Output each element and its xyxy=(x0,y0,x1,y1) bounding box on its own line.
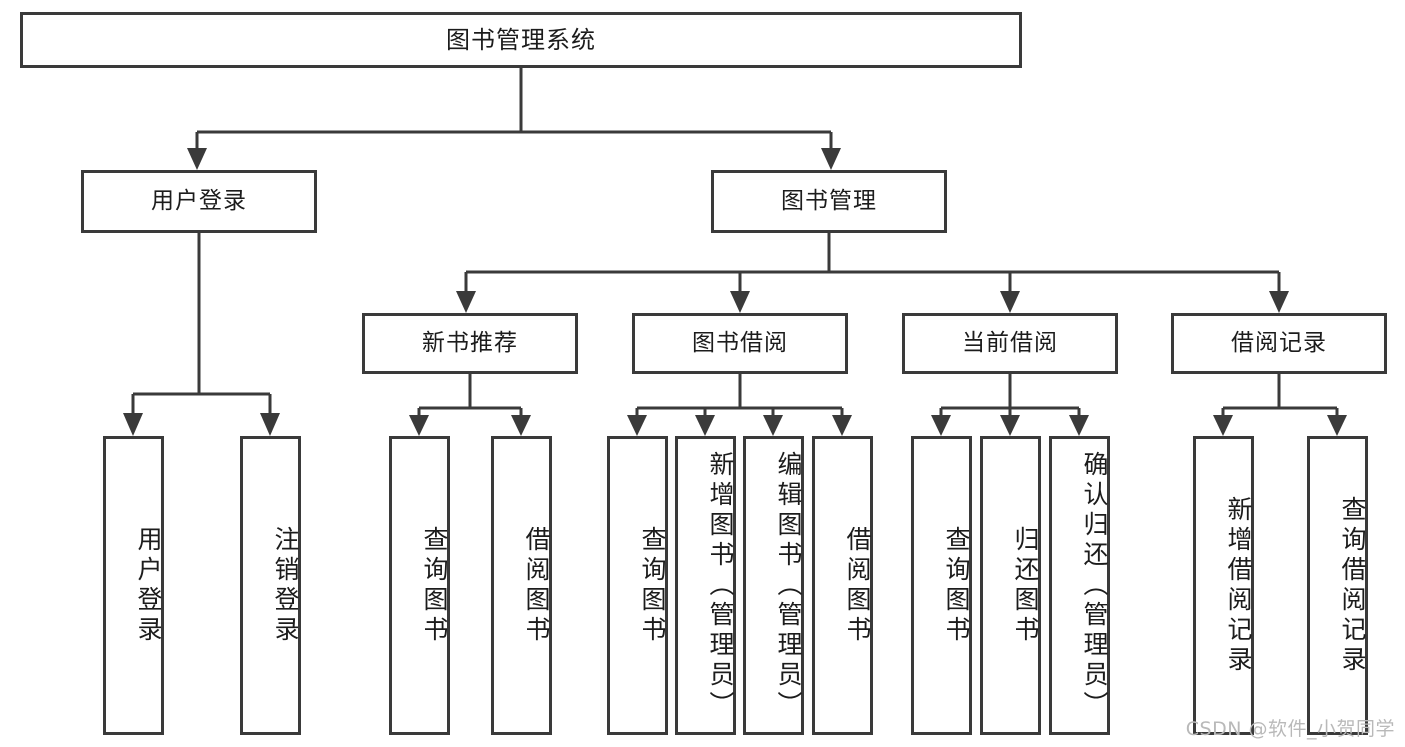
leaf-return-book[interactable]: 归还图书 xyxy=(980,436,1041,735)
node-borrow-record[interactable]: 借阅记录 xyxy=(1171,313,1387,374)
node-label: 新增图书（管理员） xyxy=(706,450,735,721)
connector-root-to-level2 xyxy=(187,68,841,170)
node-label: 用户登录 xyxy=(134,525,163,646)
node-new-book-recommend[interactable]: 新书推荐 xyxy=(362,313,578,374)
node-label: 查询图书 xyxy=(942,525,971,646)
node-label: 当前借阅 xyxy=(962,329,1058,356)
leaf-borrow-book-recommend[interactable]: 借阅图书 xyxy=(491,436,552,735)
node-label: 归还图书 xyxy=(1011,525,1040,646)
node-label: 用户登录 xyxy=(151,187,247,214)
connector-newbook-to-leaves xyxy=(409,374,531,436)
leaf-query-borrow-record[interactable]: 查询借阅记录 xyxy=(1307,436,1368,735)
node-label: 图书管理 xyxy=(781,187,877,214)
leaf-confirm-return-admin[interactable]: 确认归还（管理员） xyxy=(1049,436,1110,735)
node-label: 查询借阅记录 xyxy=(1338,495,1367,676)
node-label: 新增借阅记录 xyxy=(1224,495,1253,676)
node-label: 查询图书 xyxy=(638,525,667,646)
node-root-library-system[interactable]: 图书管理系统 xyxy=(20,12,1022,68)
node-label: 新书推荐 xyxy=(422,329,518,356)
node-book-manage[interactable]: 图书管理 xyxy=(711,170,947,233)
leaf-user-login[interactable]: 用户登录 xyxy=(103,436,164,735)
node-current-borrow[interactable]: 当前借阅 xyxy=(902,313,1118,374)
leaf-logout[interactable]: 注销登录 xyxy=(240,436,301,735)
leaf-add-borrow-record[interactable]: 新增借阅记录 xyxy=(1193,436,1254,735)
leaf-query-book-current[interactable]: 查询图书 xyxy=(911,436,972,735)
connector-currentborrow-to-leaves xyxy=(931,374,1089,436)
connector-bookborrow-to-leaves xyxy=(627,374,852,436)
leaf-add-book-admin[interactable]: 新增图书（管理员） xyxy=(675,436,736,735)
connector-userlogin-to-leaves xyxy=(123,233,280,436)
node-label: 查询图书 xyxy=(420,525,449,646)
node-label: 图书借阅 xyxy=(692,329,788,356)
connector-bookmanage-to-level3 xyxy=(456,233,1289,313)
leaf-edit-book-admin[interactable]: 编辑图书（管理员） xyxy=(743,436,804,735)
node-label: 图书管理系统 xyxy=(446,25,596,54)
node-label: 借阅图书 xyxy=(843,525,872,646)
csdn-watermark: CSDN @软件_小贺同学 xyxy=(1185,718,1395,740)
leaf-query-book-borrow[interactable]: 查询图书 xyxy=(607,436,668,735)
node-label: 确认归还（管理员） xyxy=(1080,450,1109,721)
connector-borrowrecord-to-leaves xyxy=(1213,374,1347,436)
node-label: 编辑图书（管理员） xyxy=(774,450,803,721)
node-book-borrow[interactable]: 图书借阅 xyxy=(632,313,848,374)
node-label: 注销登录 xyxy=(271,525,300,646)
node-user-login[interactable]: 用户登录 xyxy=(81,170,317,233)
node-label: 借阅图书 xyxy=(522,525,551,646)
leaf-query-book-recommend[interactable]: 查询图书 xyxy=(389,436,450,735)
node-label: 借阅记录 xyxy=(1231,329,1327,356)
leaf-borrow-book[interactable]: 借阅图书 xyxy=(812,436,873,735)
